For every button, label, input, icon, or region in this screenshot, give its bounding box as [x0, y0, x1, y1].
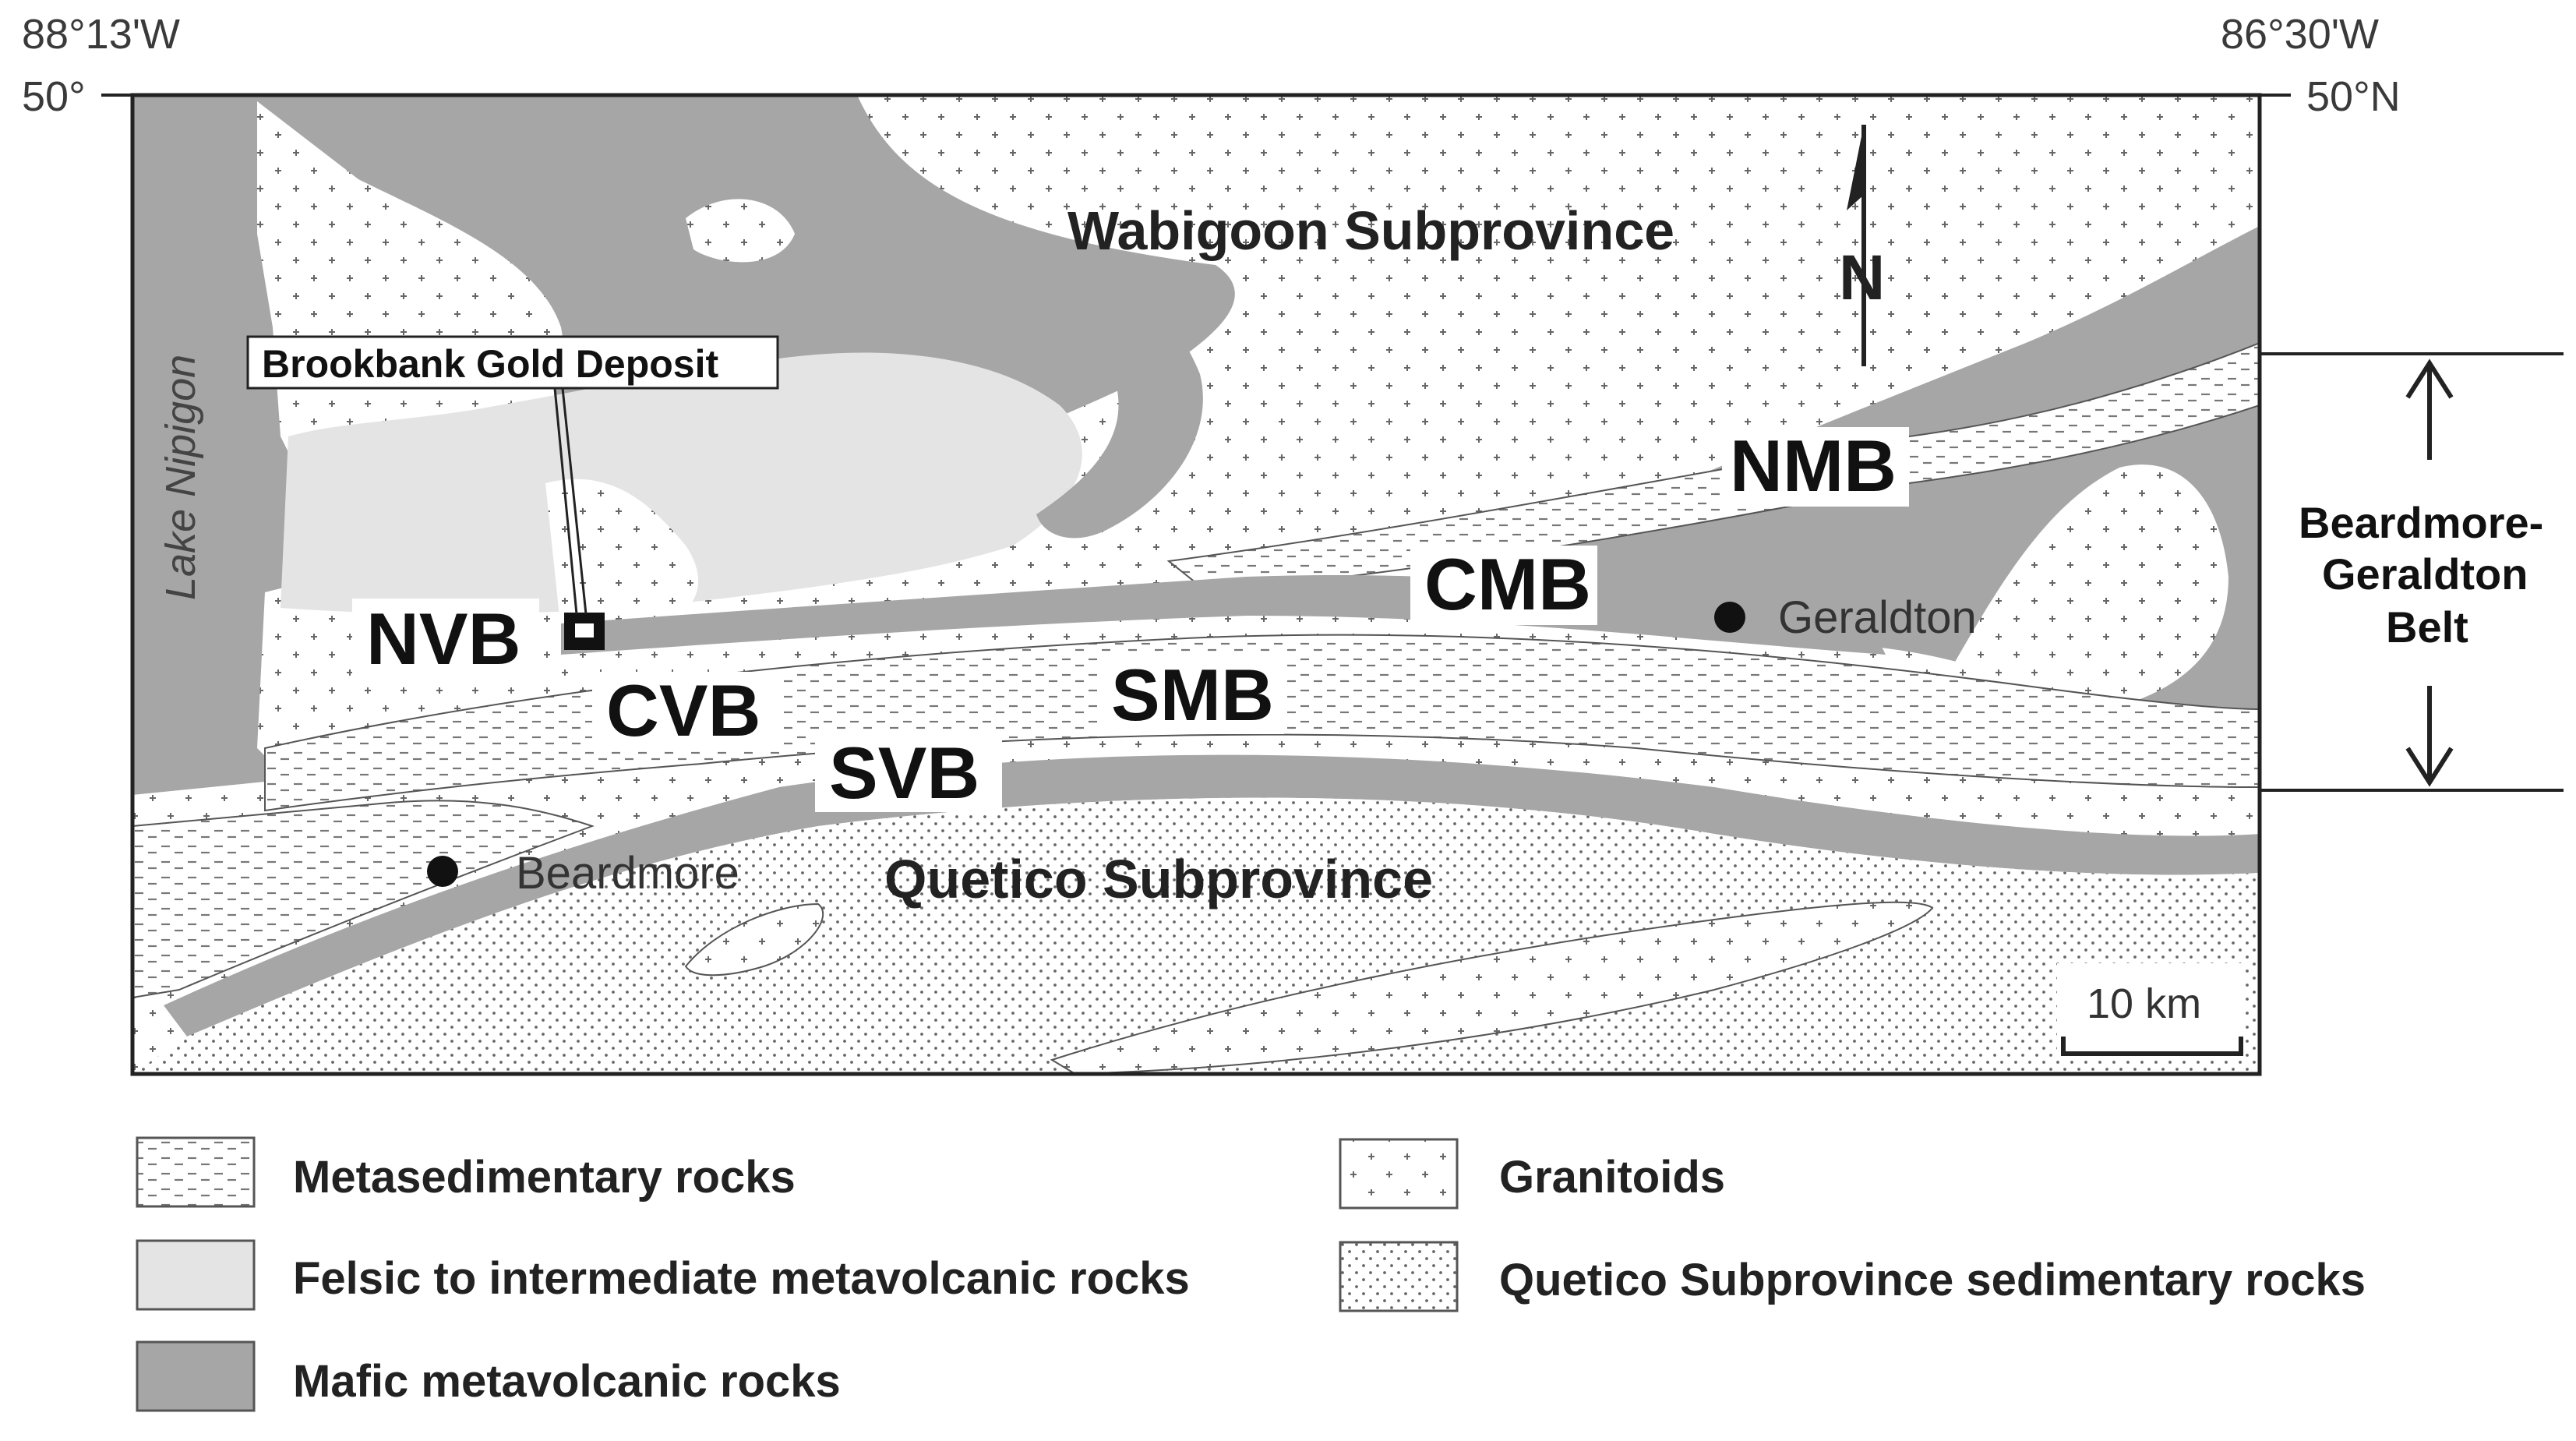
scale-label: 10 km — [2087, 980, 2201, 1027]
granitoid-island-small — [686, 199, 795, 263]
svb-label-bg — [815, 733, 1002, 812]
cvb-label: CVB — [606, 669, 760, 751]
callout-box — [246, 335, 779, 390]
legend-swatch-felsic — [136, 1239, 256, 1311]
callout-leader-right — [561, 387, 588, 615]
beardmore-dot-icon — [427, 856, 458, 887]
granitoid-lens-small-south — [684, 902, 824, 977]
lon-label-west: 88°13'W — [22, 11, 180, 58]
deposit-marker-inner — [575, 623, 594, 638]
lake-nipigon-label: Lake Nipigon — [157, 355, 204, 600]
smb-label-bg — [1097, 655, 1284, 734]
legend-label-metasedimentary: Metasedimentary rocks — [293, 1152, 796, 1203]
svb-label: SVB — [829, 732, 979, 814]
scale-bg — [2057, 963, 2244, 1057]
cmb-label-bg — [1410, 546, 1597, 625]
nmb-label: NMB — [1730, 425, 1897, 507]
legend-swatch-quetico — [1339, 1241, 1459, 1312]
quetico-label: Quetico Subprovince — [884, 849, 1433, 909]
granitoid-east — [1932, 464, 2228, 724]
lat-label-west: 50° — [22, 73, 86, 120]
map-frame-content — [132, 95, 2260, 1074]
quetico-region — [132, 797, 2260, 1074]
nvb-label: NVB — [366, 598, 520, 680]
legend-swatch-metasedimentary — [136, 1136, 256, 1208]
north-label: N — [1839, 242, 1885, 313]
cmb-label: CMB — [1424, 543, 1591, 625]
cvb-label-bg — [592, 672, 779, 751]
mafic-tongue — [1013, 234, 1203, 539]
callout-leader-left — [553, 387, 578, 615]
metasedimentary-sw — [132, 800, 595, 999]
geraldton-label: Geraldton — [1778, 592, 1977, 643]
wabigoon-label: Wabigoon Subprovince — [1067, 200, 1674, 261]
map-border — [130, 93, 2262, 1076]
belt-extent-arrows-icon — [2405, 358, 2454, 787]
legend-label-mafic: Mafic metavolcanic rocks — [293, 1356, 841, 1407]
legend-swatch-mafic — [136, 1340, 256, 1412]
legend-label-granitoids: Granitoids — [1499, 1152, 1725, 1203]
side-label-line2: Geraldton — [2322, 549, 2528, 599]
geraldton-dot-icon — [1714, 602, 1745, 633]
felsic-region — [281, 352, 1082, 614]
side-label-line3: Belt — [2386, 602, 2468, 652]
metasedimentary-nmb — [1166, 341, 2260, 594]
nvb-label-bg — [352, 599, 539, 680]
legend: Metasedimentary rocks Felsic to intermed… — [136, 1136, 2366, 1412]
legend-label-felsic: Felsic to intermediate metavolcanic rock… — [293, 1253, 1190, 1304]
callout-label: Brookbank Gold Deposit — [262, 342, 719, 386]
north-arrow-icon: N — [1839, 125, 1885, 366]
mafic-svb — [164, 754, 2260, 1037]
legend-swatch-granitoids — [1339, 1138, 1459, 1210]
side-label-line1: Beardmore- — [2299, 498, 2543, 547]
lat-label-east: 50°N — [2306, 73, 2401, 120]
scale-bar-icon — [2061, 1037, 2243, 1056]
beardmore-label: Beardmore — [516, 848, 739, 899]
smb-label: SMB — [1111, 654, 1274, 736]
granitoid-lens-south — [1050, 901, 1934, 1074]
legend-label-quetico: Quetico Subprovince sedimentary rocks — [1499, 1255, 2366, 1305]
lon-label-east: 86°30'W — [2221, 11, 2379, 58]
nmb-label-bg — [1722, 427, 1909, 507]
granitoid-island-nw — [257, 101, 564, 499]
